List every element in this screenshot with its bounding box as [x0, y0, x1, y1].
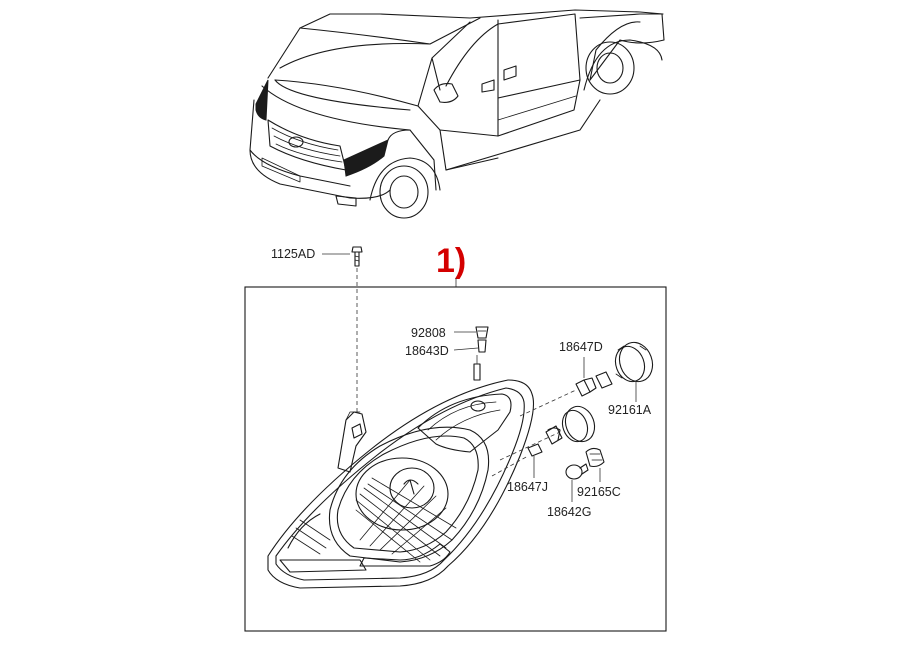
- socket-92165c: [585, 447, 605, 482]
- bulb-holder-92808: [454, 326, 489, 339]
- part-label-92808: 92808: [411, 326, 446, 340]
- figure-title: 1): [436, 242, 466, 280]
- part-label-18647j: 18647J: [507, 480, 548, 494]
- part-label-1125ad: 1125AD: [271, 247, 315, 261]
- part-label-18643d: 18643D: [405, 344, 449, 358]
- part-label-92165c: 92165C: [577, 485, 621, 499]
- bolt-1125ad: [322, 246, 363, 267]
- bulb-18642g: [565, 463, 589, 502]
- part-label-18647d: 18647D: [559, 340, 603, 354]
- headlamp-housing: [267, 355, 535, 589]
- assembly-frame: [244, 286, 667, 632]
- part-label-92161a: 92161A: [608, 403, 652, 417]
- bulb-18647d: [575, 357, 613, 397]
- part-label-18642g: 18642G: [547, 505, 591, 519]
- bulb-18643d: [453, 339, 487, 353]
- bulb-18647j: [527, 425, 563, 478]
- cap-lower: [561, 405, 596, 443]
- left-headlamp-highlight: [255, 79, 269, 121]
- van-illustration: [249, 9, 665, 219]
- cap-92161a: [614, 341, 654, 402]
- right-headlamp-highlight: [343, 139, 389, 177]
